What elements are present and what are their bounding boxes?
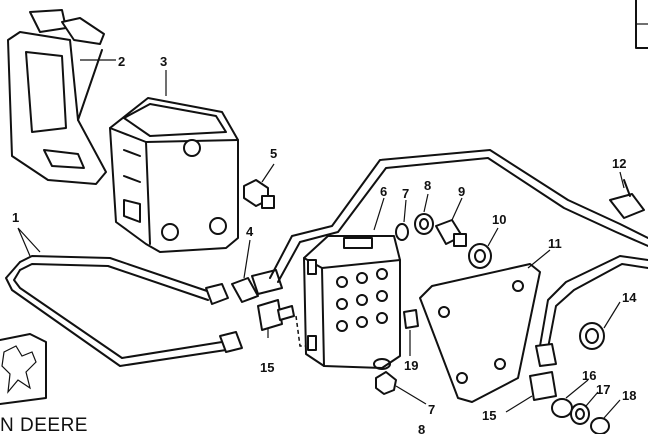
callout-8-bottom: 8 <box>418 422 425 434</box>
callout-16: 16 <box>582 368 596 383</box>
part-5-bolt <box>243 179 275 209</box>
part-3-housing <box>109 97 239 253</box>
callout-5: 5 <box>270 146 277 161</box>
part-7-8-bottom <box>373 358 397 395</box>
leader-lines <box>17 59 625 419</box>
part-1-tube <box>5 255 243 367</box>
part-9-fitting <box>435 219 467 247</box>
part-15-tee-right <box>529 371 557 401</box>
part-8-plug-top <box>414 213 434 235</box>
right-lower-tube <box>535 255 648 367</box>
part-17-nut <box>570 403 590 425</box>
callout-10: 10 <box>492 212 506 227</box>
callout-15-right: 15 <box>482 408 496 423</box>
part-4-fitting <box>231 269 283 303</box>
corner-frame <box>635 0 648 49</box>
part-12-end-fitting <box>609 179 645 219</box>
callout-9: 9 <box>458 184 465 199</box>
part-11-plate <box>419 263 541 403</box>
callout-14: 14 <box>622 290 637 305</box>
callout-6: 6 <box>380 184 387 199</box>
part-15-tee-left <box>257 299 318 347</box>
part-2-bracket <box>7 9 107 185</box>
part-6-valve-block <box>303 235 401 369</box>
callout-7-top: 7 <box>402 186 409 201</box>
callout-7-bottom: 7 <box>428 402 435 417</box>
callout-4: 4 <box>246 224 254 239</box>
callout-3: 3 <box>160 54 167 69</box>
deer-logo <box>0 333 47 405</box>
part-10-nut <box>468 243 492 269</box>
upper-tube <box>269 149 648 283</box>
callout-15-left: 15 <box>260 360 274 375</box>
callout-19: 19 <box>404 358 418 373</box>
callout-17: 17 <box>596 382 610 397</box>
callout-8-top: 8 <box>424 178 431 193</box>
part-7-oring-top <box>395 223 409 241</box>
part-18-cap <box>590 417 610 434</box>
part-16-washer <box>551 398 573 418</box>
part-14-ring <box>579 322 605 350</box>
callout-11: 11 <box>548 236 562 251</box>
callout-12: 12 <box>612 156 626 171</box>
callout-1: 1 <box>12 210 19 225</box>
callout-2: 2 <box>118 54 125 69</box>
callout-18: 18 <box>622 388 636 403</box>
part-19-fitting <box>403 309 419 329</box>
brand-wordmark: N DEERE <box>0 415 88 434</box>
